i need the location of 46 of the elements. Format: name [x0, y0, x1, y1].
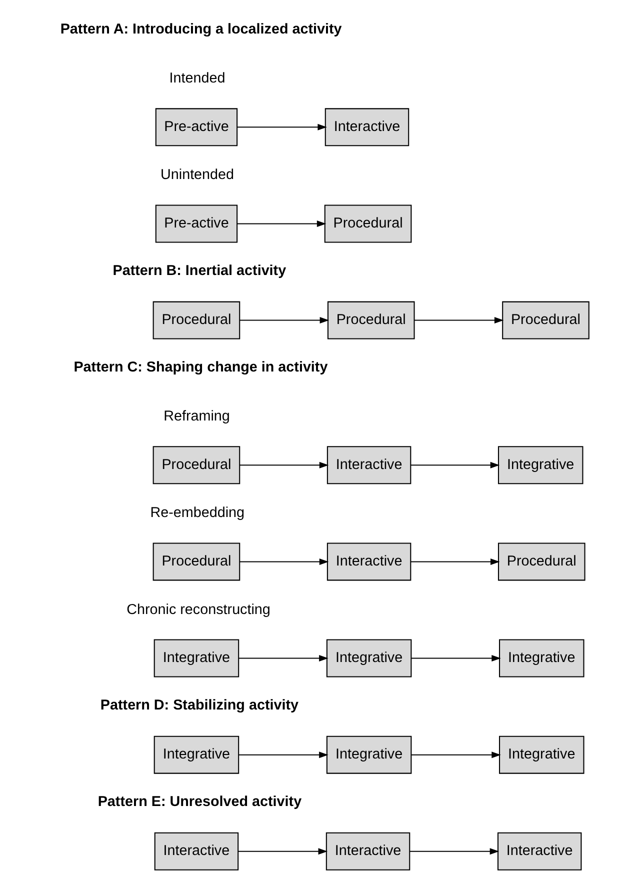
arrow	[411, 655, 501, 662]
arrow	[238, 655, 328, 662]
arrow	[238, 752, 328, 758]
node-box: Pre-active	[155, 108, 238, 146]
arrow	[240, 558, 329, 565]
node-box: Procedural	[152, 446, 240, 484]
arrow	[238, 848, 328, 855]
node-box: Procedural	[327, 301, 415, 340]
label: Intended	[169, 70, 226, 87]
node-box: Interactive	[324, 108, 410, 146]
arrow	[240, 462, 329, 468]
arrow	[410, 462, 500, 468]
label: Chronic reconstructing	[126, 602, 270, 618]
node-box: Procedural	[152, 542, 240, 581]
node-box: Integrative	[154, 736, 240, 774]
label: Unintended	[160, 167, 234, 184]
node-box: Procedural	[324, 204, 412, 243]
label: Pattern A: Introducing a localized activity	[60, 21, 342, 38]
label: Pattern C: Shaping change in activity	[74, 359, 328, 376]
node-box: Interactive	[326, 542, 412, 581]
node-box: Procedural	[502, 301, 590, 340]
node-box: Interactive	[497, 832, 582, 870]
arrow	[410, 558, 500, 565]
arrow	[240, 317, 330, 324]
node-box: Interactive	[326, 446, 412, 484]
arrow	[237, 124, 327, 130]
label: Pattern D: Stabilizing activity	[100, 697, 299, 714]
label: Reframing	[164, 408, 230, 425]
node-box: Interactive	[326, 832, 410, 870]
node-box: Pre-active	[155, 204, 238, 243]
arrow	[411, 752, 501, 758]
node-box: Integrative	[326, 639, 412, 678]
arrow	[414, 317, 504, 324]
node-box: Procedural	[152, 301, 240, 340]
arrow	[410, 848, 500, 855]
node-box: Integrative	[326, 736, 412, 774]
node-box: Procedural	[498, 542, 586, 581]
label: Pattern E: Unresolved activity	[98, 794, 302, 810]
label: Re-embedding	[150, 505, 245, 522]
node-box: Integrative	[499, 736, 584, 774]
node-box: Interactive	[154, 832, 239, 870]
label: Pattern B: Inertial activity	[112, 262, 286, 279]
arrow	[237, 220, 326, 227]
node-box: Integrative	[499, 639, 584, 678]
node-box: Integrative	[154, 639, 240, 678]
node-box: Integrative	[498, 446, 584, 484]
